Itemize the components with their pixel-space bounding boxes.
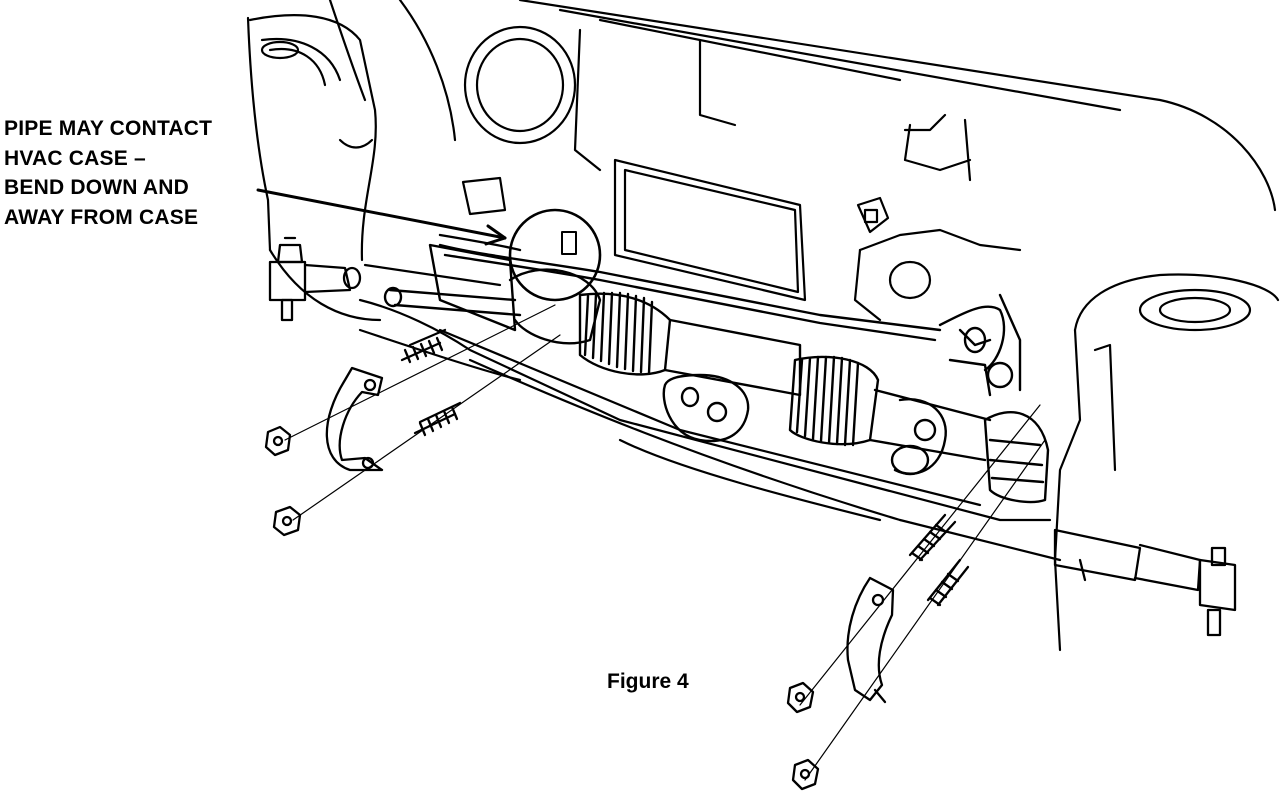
right-clamp-assembly bbox=[786, 404, 1046, 791]
left-boot bbox=[578, 291, 672, 376]
callout-line-4: AWAY FROM CASE bbox=[4, 205, 199, 229]
callout-note: PIPE MAY CONTACT HVAC CASE – BEND DOWN A… bbox=[4, 114, 274, 232]
callout-line-2: HVAC CASE – bbox=[4, 146, 146, 170]
vehicle-body-outline bbox=[246, 0, 1280, 652]
callout-highlight bbox=[256, 188, 602, 302]
left-clamp-assembly bbox=[264, 304, 561, 537]
right-tie-rod-end bbox=[1053, 528, 1237, 637]
left-tie-rod-end bbox=[268, 236, 362, 322]
steering-rack bbox=[383, 233, 1050, 504]
callout-line-1: PIPE MAY CONTACT bbox=[4, 117, 213, 140]
figure-caption: Figure 4 bbox=[607, 670, 689, 693]
callout-line-3: BEND DOWN AND bbox=[4, 176, 189, 199]
right-boot bbox=[788, 355, 880, 447]
